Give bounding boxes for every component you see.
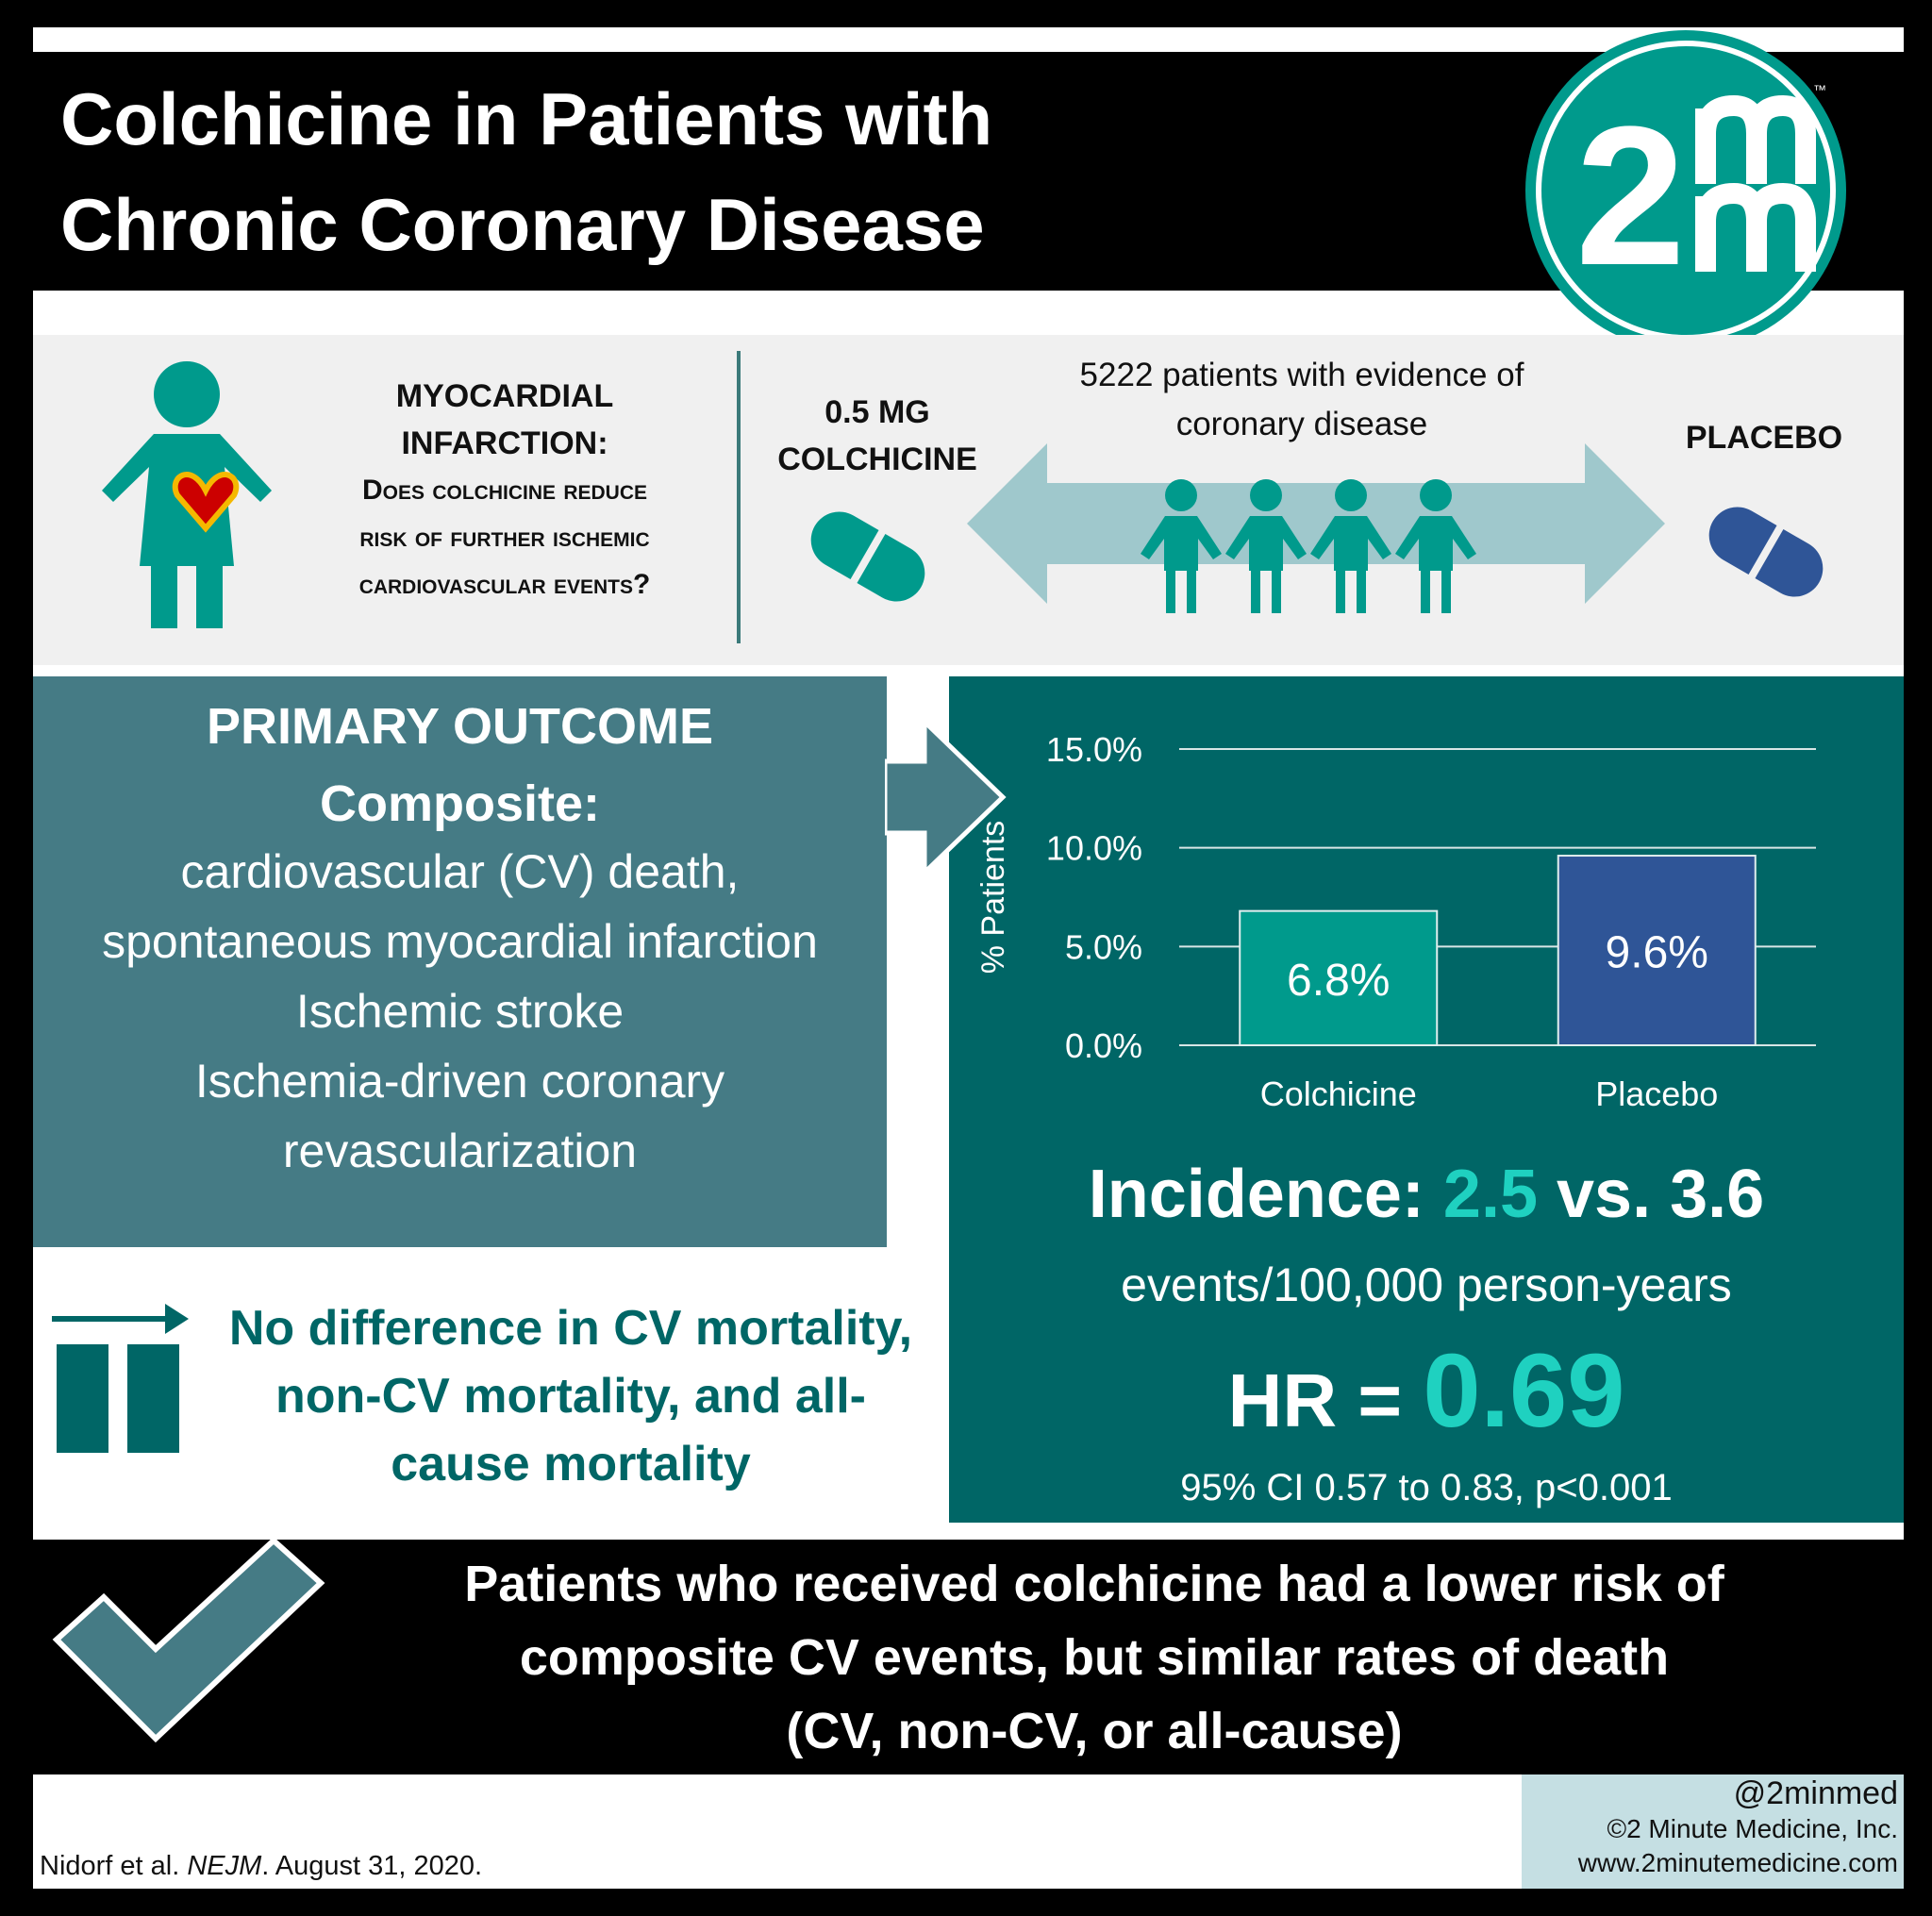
conclusion-line: (CV, non-CV, or all-cause) xyxy=(786,1703,1403,1759)
y-tick-label: 0.0% xyxy=(1065,1026,1142,1065)
incidence-colchicine: 2.5 xyxy=(1442,1157,1538,1232)
outcome-item: Ischemia-driven coronary xyxy=(194,1055,725,1108)
y-tick-label: 5.0% xyxy=(1065,927,1142,966)
citation-date: . August 31, 2020. xyxy=(261,1851,483,1881)
bar-data-label: 9.6% xyxy=(1606,928,1708,978)
divider xyxy=(737,351,741,643)
conclusion-line: Patients who received colchicine had a l… xyxy=(464,1556,1724,1612)
outcome-item: Ischemic stroke xyxy=(295,985,625,1038)
conclusion-text: Patients who received colchicine had a l… xyxy=(321,1547,1868,1768)
bar-colchicine xyxy=(1239,909,1439,1046)
x-tick-label: Colchicine xyxy=(1260,1075,1417,1113)
svg-text:™: ™ xyxy=(1813,82,1826,97)
bar-chart: 0.0% 5.0% 10.0% 15.0% % Patients 6.8% Colchici… xyxy=(975,730,1816,1113)
svg-text:2: 2 xyxy=(1575,85,1686,307)
y-tick-label: 15.0% xyxy=(1046,730,1142,769)
y-axis-label: % Patients xyxy=(975,821,1011,975)
mortality-chart-icon xyxy=(52,1304,189,1453)
secondary-line: No difference in CV mortality, xyxy=(228,1301,913,1356)
intro-heading: MYOCARDIAL xyxy=(395,378,614,414)
outcome-subtitle: Composite: xyxy=(320,775,600,832)
hazard-ratio: HR = 0.69 xyxy=(949,1332,1904,1459)
y-tick-label: 10.0% xyxy=(1046,829,1142,868)
placebo-arm-label: PLACEBO xyxy=(1685,420,1843,456)
incidence-placebo: 3.6 xyxy=(1670,1157,1765,1232)
citation-journal: NEJM xyxy=(187,1851,262,1881)
website-link[interactable]: www.2minutemedicine.com xyxy=(1577,1848,1898,1877)
hr-value: 0.69 xyxy=(1423,1333,1625,1449)
chevron-arrow-icon xyxy=(885,722,1007,873)
intro-text: MYOCARDIAL INFARCTION: Does colchicine r… xyxy=(283,373,726,608)
bar-placebo xyxy=(1557,855,1757,1046)
intro-question: risk of further ischemic xyxy=(359,522,650,553)
conclusion-band xyxy=(0,1540,1932,1774)
secondary-line: cause mortality xyxy=(391,1437,751,1491)
arm-label-line: COLCHICINE xyxy=(777,442,977,477)
arm-label-line: 0.5 MG xyxy=(824,394,930,430)
secondary-line: non-CV mortality, and all- xyxy=(275,1369,866,1424)
incidence-unit: events/100,000 person-years xyxy=(1121,1258,1732,1311)
incidence-vs: vs. xyxy=(1557,1157,1652,1232)
bar-data-label: 6.8% xyxy=(1287,956,1390,1006)
outcome-item: revascularization xyxy=(282,1125,638,1177)
secondary-outcome-text: No difference in CV mortality, non-CV mo… xyxy=(203,1294,939,1498)
colchicine-arm-label: 0.5 MG COLCHICINE xyxy=(755,389,1000,483)
patients-group-icon xyxy=(1141,479,1476,613)
copyright: ©2 Minute Medicine, Inc. xyxy=(1607,1814,1898,1843)
title-line: Colchicine in Patients with xyxy=(60,77,993,160)
intro-question: cardiovascular events? xyxy=(358,569,651,600)
primary-outcome-box: PRIMARY OUTCOME Composite: cardiovascula… xyxy=(33,676,887,1247)
logo: 2 ™ xyxy=(1525,30,1846,351)
page-title: Colchicine in Patients with Chronic Coro… xyxy=(60,66,992,277)
citation: Nidorf et al. NEJM. August 31, 2020. xyxy=(40,1851,482,1882)
intro-heading: INFARCTION: xyxy=(401,425,608,461)
population-line: 5222 patients with evidence of xyxy=(1079,357,1524,393)
outcome-title: PRIMARY OUTCOME xyxy=(206,698,714,755)
population-line: coronary disease xyxy=(1175,406,1428,442)
population-text: 5222 patients with evidence of coronary … xyxy=(1000,351,1604,449)
colchicine-pill-icon xyxy=(810,511,925,602)
top-strip xyxy=(33,27,1904,52)
x-tick-label: Placebo xyxy=(1595,1075,1718,1113)
intro-question: Does colchicine reduce xyxy=(361,475,648,506)
results-panel xyxy=(949,676,1904,1523)
conclusion-line: composite CV events, but similar rates o… xyxy=(519,1629,1670,1686)
credits-box: @2minmed ©2 Minute Medicine, Inc. www.2m… xyxy=(1522,1774,1904,1889)
patient-heart-icon xyxy=(102,361,272,628)
hr-label: HR = xyxy=(1227,1358,1403,1442)
social-handle: @2minmed xyxy=(1733,1775,1898,1811)
incidence-label: Incidence: xyxy=(1088,1157,1424,1232)
confidence-interval: 95% CI 0.57 to 0.83, p<0.001 xyxy=(1180,1467,1673,1508)
double-arrow-icon xyxy=(967,443,1665,604)
outcome-item: spontaneous myocardial infarction xyxy=(102,915,818,968)
outcome-item: cardiovascular (CV) death, xyxy=(180,845,740,898)
title-line: Chronic Coronary Disease xyxy=(60,183,985,266)
incidence-line: Incidence: 2.5 vs. 3.6 xyxy=(949,1156,1904,1233)
checkmark-icon xyxy=(52,1536,325,1743)
citation-authors: Nidorf et al. xyxy=(40,1851,188,1881)
placebo-pill-icon xyxy=(1708,507,1824,597)
